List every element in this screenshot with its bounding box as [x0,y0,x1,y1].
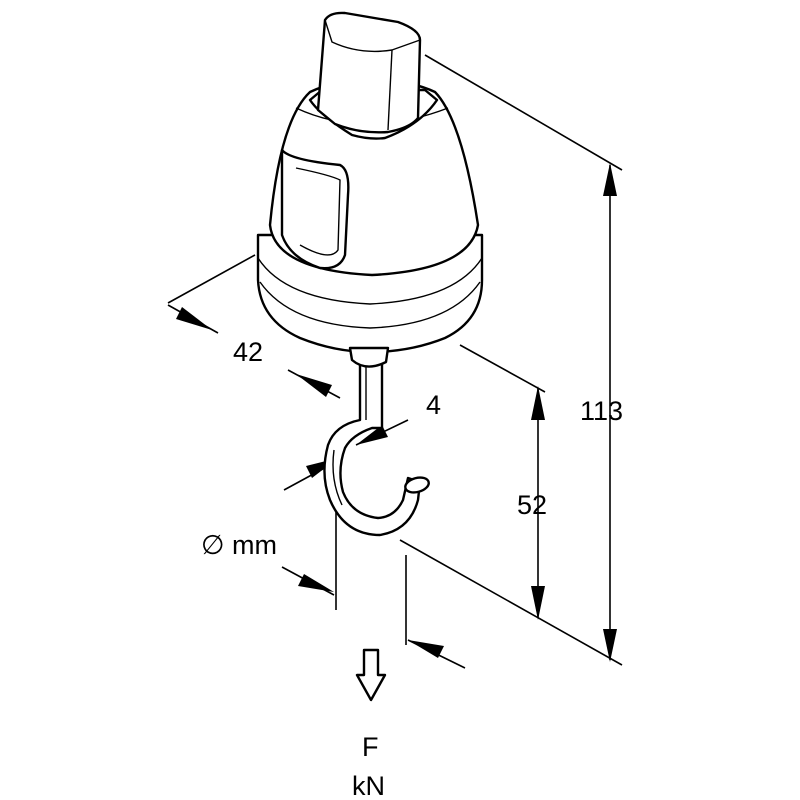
arrow-down-icon [603,629,617,662]
total-height-dimension [603,163,617,662]
top-tab [308,11,439,140]
force-unit-label: kN [352,771,385,800]
arrow-left-icon [296,374,332,397]
force-symbol-label: F [362,732,379,762]
diameter-unit-label: ∅ mm [201,530,277,560]
arrow-up-icon [531,386,545,420]
arrow-left-icon [408,640,444,658]
dimension-hook-height-label: 52 [517,490,547,520]
extension-lines [167,54,623,666]
load-arrow-icon [355,648,387,702]
hook [323,358,430,537]
width-dimension [167,304,341,399]
arrow-down-icon [531,586,545,620]
arrow-left-icon [356,425,388,445]
arrow-up-icon [603,163,617,196]
suspension-body [256,78,484,368]
dimension-wire-label: 4 [426,390,441,420]
hook-height-dimension [531,386,545,620]
diameter-dimension [281,566,466,669]
dimension-width-label: 42 [233,337,263,367]
arrow-right-icon [298,574,334,592]
arrow-right-icon [176,307,212,330]
dimension-total-height-label: 113 [580,396,623,426]
